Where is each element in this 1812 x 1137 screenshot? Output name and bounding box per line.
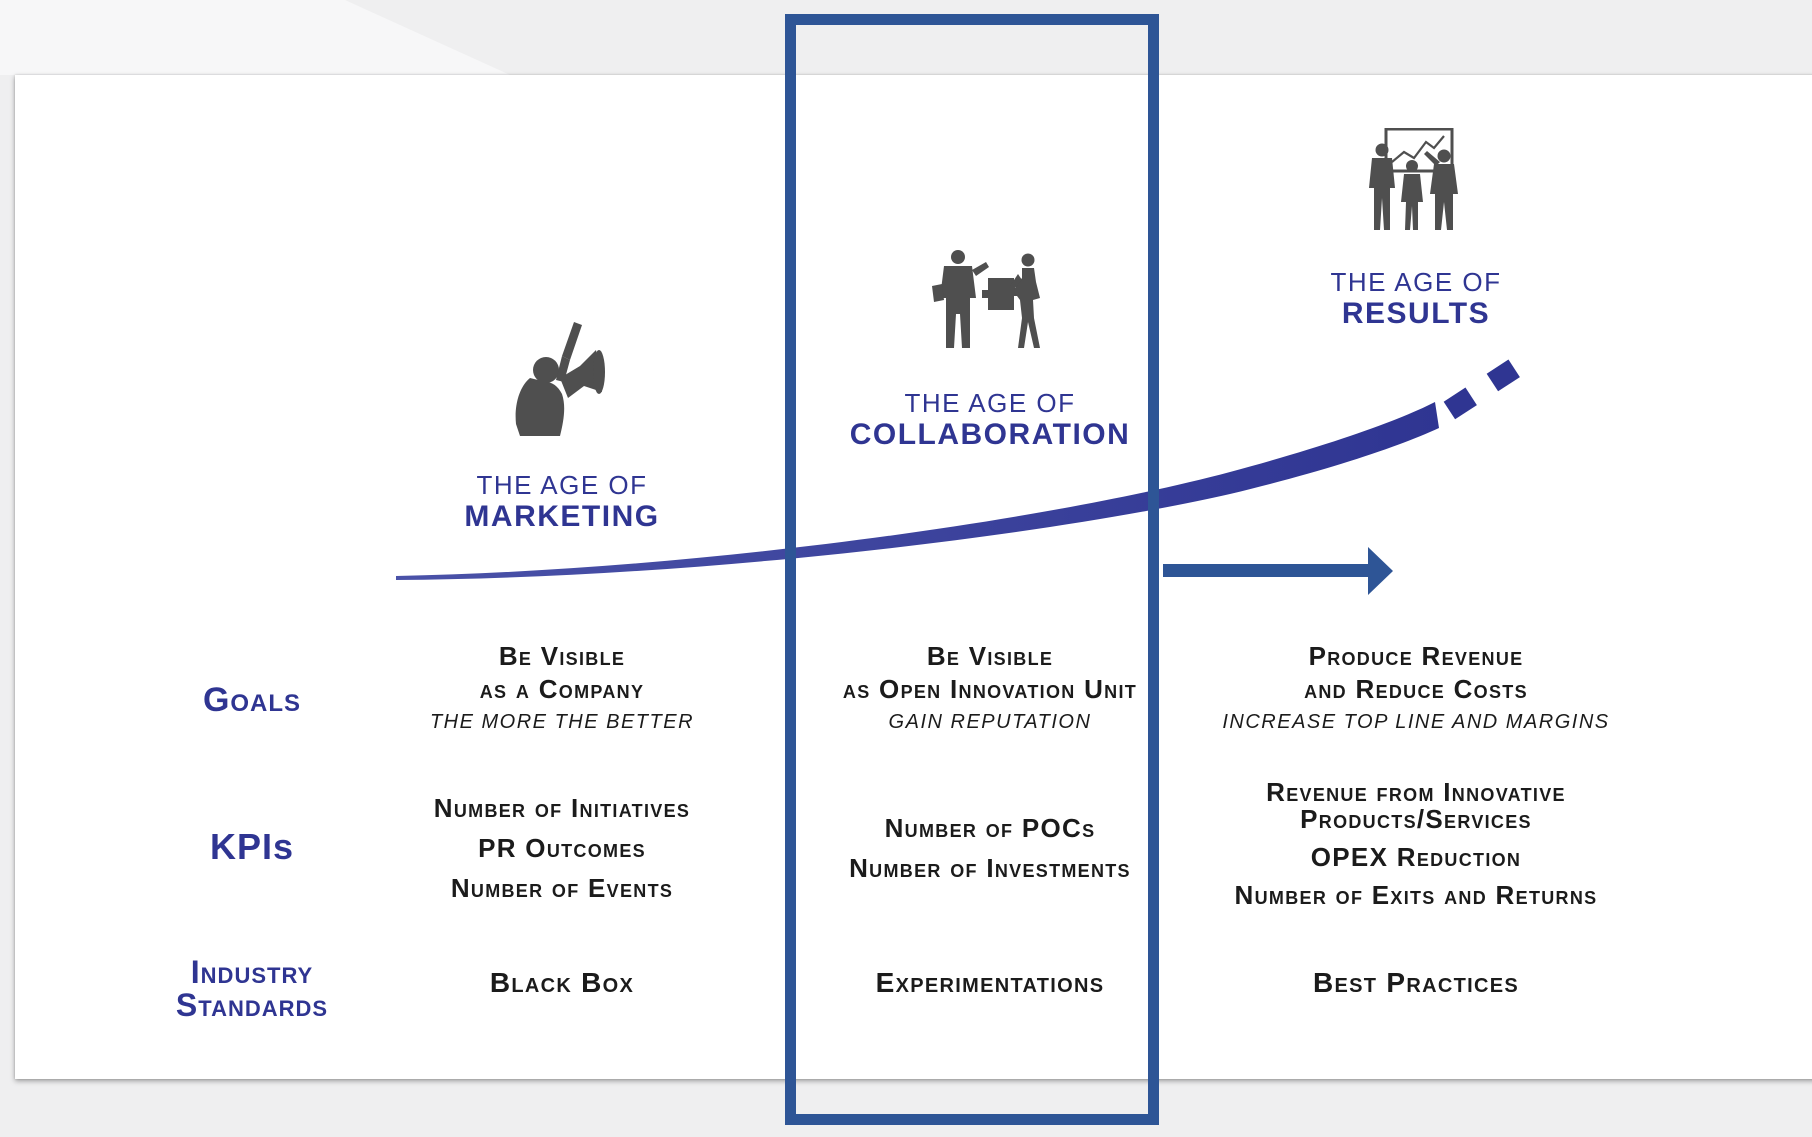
age-name: COLLABORATION	[849, 418, 1131, 451]
kpi-item: OPEX Reduction	[1310, 842, 1522, 872]
presentation-team-icon	[1369, 128, 1458, 230]
kpi-item: Number of Investments	[849, 853, 1131, 883]
kpis-cell-collaboration: Number of POCs Number of Investments	[780, 808, 1200, 888]
age-prefix: THE AGE OF	[476, 470, 648, 500]
kpi-item: Number of Events	[450, 873, 674, 903]
goal-line: Produce Revenue	[1308, 641, 1524, 671]
goal-line: and Reduce Costs	[1304, 674, 1528, 704]
age-name: MARKETING	[464, 500, 660, 533]
goals-cell-marketing: Be Visible as a Company The more the bet…	[352, 640, 772, 738]
kpi-item: Number of Initiatives	[433, 793, 691, 823]
goals-cell-collaboration: Be Visible as Open Innovation Unit Gain …	[780, 640, 1200, 738]
kpi-item: Products/Services	[1300, 804, 1532, 834]
goals-cell-results: Produce Revenue and Reduce Costs Increas…	[1206, 640, 1626, 738]
standards-cell-collaboration: Experimentations	[780, 966, 1200, 999]
row-label-goals: Goals	[202, 681, 302, 719]
standards-cell-results: Best Practices	[1206, 966, 1626, 999]
kpi-item: Number of Exits and Returns	[1234, 880, 1598, 910]
kpis-cell-marketing: Number of Initiatives PR Outcomes Number…	[352, 788, 772, 908]
kpi-item: Number of POCs	[884, 813, 1096, 843]
megaphone-person-icon	[515, 322, 605, 436]
goal-note: Increase top line and margins	[1222, 711, 1610, 733]
standard-item: Best Practices	[1313, 967, 1519, 998]
goal-line: Be Visible	[926, 641, 1054, 671]
goal-line: as a Company	[479, 674, 645, 704]
standard-item: Black Box	[489, 967, 635, 998]
goal-line: Be Visible	[498, 641, 626, 671]
row-label-standards: Industry Standards	[122, 956, 382, 1022]
standard-item: Experimentations	[875, 967, 1105, 998]
age-prefix: THE AGE OF	[1330, 267, 1502, 297]
age-name: RESULTS	[1341, 297, 1491, 330]
age-title-collaboration: THE AGE OF COLLABORATION	[820, 388, 1160, 452]
age-title-results: THE AGE OF RESULTS	[1266, 267, 1566, 331]
kpis-cell-results: Revenue from Innovative Products/Service…	[1206, 779, 1626, 913]
goal-note: Gain Reputation	[888, 711, 1092, 733]
standards-cell-marketing: Black Box	[352, 966, 772, 999]
age-title-marketing: THE AGE OF MARKETING	[412, 470, 712, 534]
goal-line: as Open Innovation Unit	[842, 674, 1138, 704]
row-label-kpis: KPIs	[209, 826, 295, 867]
goal-note: The more the better	[429, 711, 695, 733]
row-label-standards-line2: Standards	[175, 987, 329, 1023]
kpi-item: PR Outcomes	[478, 833, 646, 863]
age-prefix: THE AGE OF	[904, 388, 1076, 418]
row-label-standards-line1: Industry	[190, 954, 314, 990]
collaboration-highlight-frame	[785, 14, 1159, 1125]
puzzle-people-icon	[932, 250, 1040, 348]
kpi-item: Revenue from Innovative	[1266, 777, 1566, 807]
